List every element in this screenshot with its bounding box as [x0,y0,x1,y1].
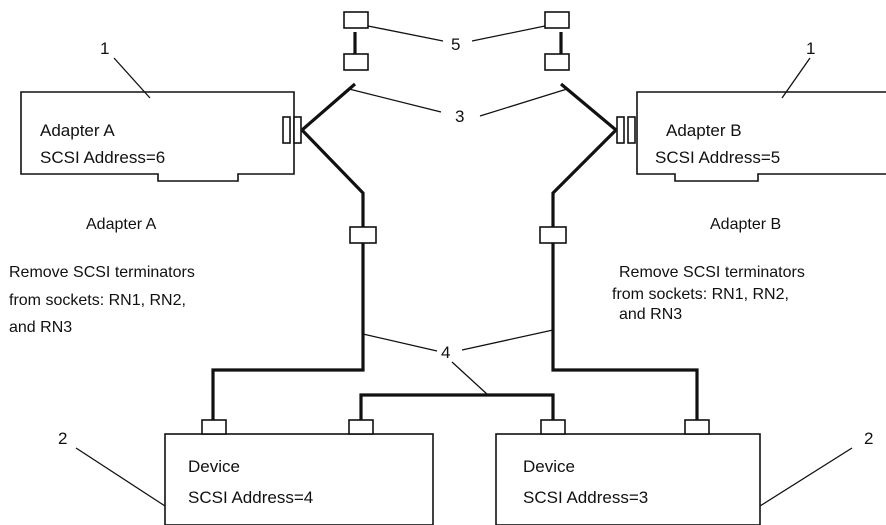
adapter-b-name: Adapter B [666,121,742,140]
adapter-a-note-line-3: and RN3 [9,319,72,336]
callout-3-right-leader [479,88,568,117]
callout-5: 5 [451,35,460,54]
adapter-b-note-line-3: and RN3 [619,306,682,323]
adapter-a-address: SCSI Address=6 [40,148,165,167]
adapter-b-card: Adapter B SCSI Address=5 [636,91,886,182]
callout-1-right: 1 [806,39,815,58]
callout-5-left-leader [367,25,444,42]
callout-1-left-leader [113,57,151,99]
device-right-address: SCSI Address=3 [523,488,648,507]
right-cable-inline-connector [539,226,567,244]
device-right-port-2 [684,419,710,435]
left-cable-inline-connector [349,226,377,244]
device-right-card: Device SCSI Address=3 [495,433,761,525]
left-cable [211,243,365,420]
device-left-port-1 [201,419,227,435]
callout-2-left-leader [75,447,166,507]
device-left-card: Device SCSI Address=4 [164,433,434,525]
adapter-a-caption: Adapter A [86,216,157,233]
callout-2-left: 2 [58,429,67,448]
callout-2-right-leader [759,447,853,507]
adapter-b-note-line-2: from sockets: RN1, RN2, [612,286,789,303]
device-right-port-1 [540,419,566,435]
device-right-name: Device [523,457,575,476]
device-left-port-2 [348,419,374,435]
right-y-cable-lower-branch [551,128,618,227]
right-y-cable-upper-branch [559,82,618,132]
callout-4: 4 [441,343,450,362]
callout-4-bottom-leader [451,361,489,396]
adapter-b-address: SCSI Address=5 [655,148,780,167]
left-y-cable-upper-branch [300,82,357,132]
callout-5-right-leader [471,25,546,42]
callout-3-left-leader [348,88,442,113]
device-link-cable [359,393,555,420]
adapter-b-connector [616,116,636,144]
callout-4-middle-leader [461,329,554,351]
adapter-b-caption: Adapter B [710,216,781,233]
left-y-cable-lower-branch [300,128,365,227]
adapter-a-note-line-2: from sockets: RN1, RN2, [9,292,186,309]
left-y-cable-top-connector [343,53,369,71]
adapter-a-note-line-1: Remove SCSI terminators [9,264,195,281]
adapter-a-name: Adapter A [40,121,115,140]
callout-4-left-leader [362,333,438,352]
adapter-b-note: Remove SCSI terminators from sockets: RN… [612,264,805,323]
right-terminator [544,11,570,29]
callout-3: 3 [455,107,464,126]
callout-1-right-leader [781,57,811,99]
callout-2-right: 2 [864,429,873,448]
right-cable [551,243,699,420]
device-left-name: Device [188,457,240,476]
callout-1-left: 1 [100,39,109,58]
adapter-a-note: Remove SCSI terminators from sockets: RN… [9,264,195,336]
adapter-b-note-line-1: Remove SCSI terminators [619,264,805,281]
adapter-a-card: Adapter A SCSI Address=6 [20,91,295,182]
right-y-cable-top-connector [544,53,570,71]
device-left-address: SCSI Address=4 [188,488,313,507]
left-terminator [343,11,369,29]
adapter-a-connector [282,116,302,144]
